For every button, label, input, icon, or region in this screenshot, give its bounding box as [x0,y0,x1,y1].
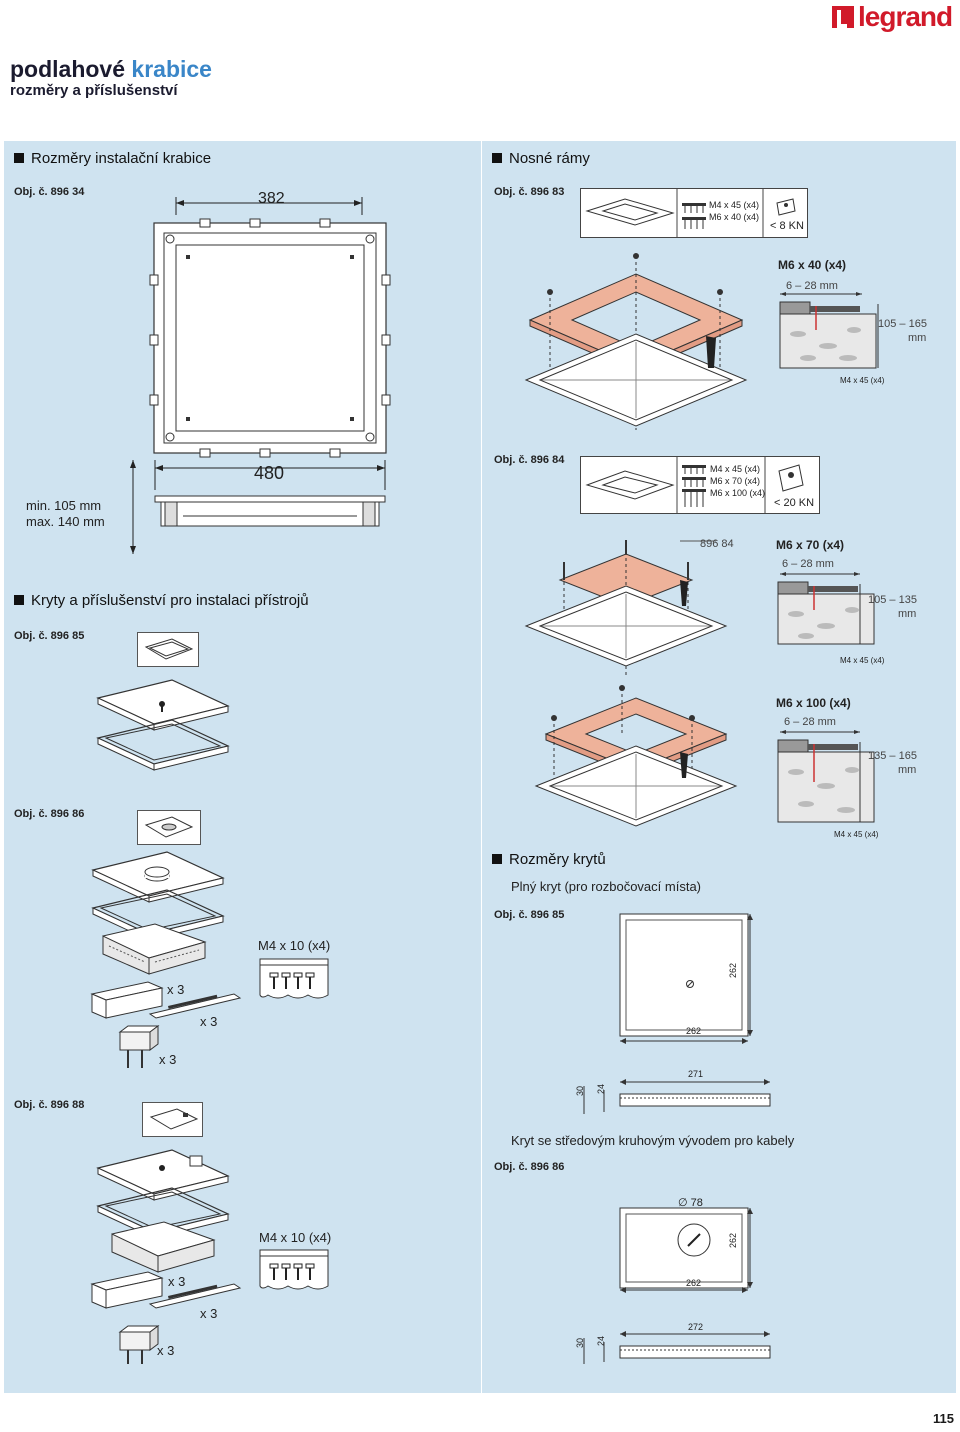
title-part1: podlahové [10,56,126,82]
mm-c: mm [898,764,917,776]
kit83-line1: M4 x 45 (x4) [709,200,760,210]
kit-89684-box [580,456,820,514]
accessory-clips-89686-drawing [90,981,242,1068]
frame-89683-drawing [524,253,748,430]
dim-272: 272 [688,1322,704,1332]
legrand-logo-text: legrand [858,1,953,32]
dim-262-h2: 262 [686,1278,702,1288]
dim-382: 382 [258,190,285,207]
label-m6x100: M6 x 100 (x4) [776,696,851,710]
install-box-side-drawing [130,460,386,554]
page-number: 115 [933,1411,954,1426]
screws-89686-drawing [259,958,329,999]
thumb-89686 [137,810,201,845]
dim-24-b: 24 [596,1335,606,1346]
kit-89683-box [580,188,808,238]
frame-89684-drawing [524,540,728,675]
full-cover-caption: Plný kryt (pro rozbočovací místa) [511,879,701,894]
dim-262-v2: 262 [728,1232,738,1248]
outlet-cover-caption: Kryt se středovým kruhovým vývodem pro k… [511,1133,795,1148]
kit84-line1: M4 x 45 (x4) [710,464,761,474]
m4x45-a: M4 x 45 (x4) [840,376,885,385]
legrand-logo-mark [832,6,854,28]
install-box-plan-drawing [149,197,391,458]
range-105-165: 105 – 165 [878,318,927,330]
kit84-line3: M6 x 100 (x4) [710,488,766,498]
screws-89688: M4 x 10 (x4) [259,1230,332,1245]
section-frames-heading: Nosné rámy [509,150,590,167]
obj-89686-right: Obj. č. 896 86 [494,1161,565,1173]
dim-271: 271 [688,1069,704,1079]
bullet-square [14,595,24,605]
qty-e: x 3 [200,1306,218,1321]
m4x45-c: M4 x 45 (x4) [834,830,879,839]
thumb-89685 [137,632,199,667]
section-cover-dims-heading: Rozměry krytů [509,851,606,868]
obj-89688-left: Obj. č. 896 88 [14,1099,85,1111]
dim-30-a: 30 [575,1085,585,1096]
obj-89634: Obj. č. 896 34 [14,186,85,198]
section-detail-c [777,730,875,823]
obj-89686-left: Obj. č. 896 86 [14,808,85,820]
range-6-28-a: 6 – 28 mm [786,280,838,292]
height-max: max. 140 mm [26,514,105,529]
cover-89685-drawing [96,679,230,771]
range-135-165: 135 – 165 [868,750,917,762]
title-part2: krabice [131,56,212,82]
obj-89685-right: Obj. č. 896 85 [494,909,565,921]
frame-89684-drawing-b [534,685,738,827]
qty-b: x 3 [200,1014,218,1029]
range-105-135: 105 – 135 [868,594,917,606]
obj-89683: Obj. č. 896 83 [494,186,565,198]
label-m6x40: M6 x 40 (x4) [778,258,847,272]
kit84-line2: M6 x 70 (x4) [710,476,761,486]
screws-89686: M4 x 10 (x4) [258,938,331,953]
qty-a: x 3 [167,982,185,997]
page-title: podlahové krabice [10,56,212,83]
section-cover-dims: Rozměry krytů [492,851,606,868]
height-min: min. 105 mm [26,498,102,513]
obj-89685-left: Obj. č. 896 85 [14,630,85,642]
section-frames: Nosné rámy [492,150,590,167]
kit-89688-drawing [96,1149,230,1273]
section-detail-a [779,292,879,369]
range-6-28-b: 6 – 28 mm [782,558,834,570]
range-6-28-c: 6 – 28 mm [784,716,836,728]
dim-480: 480 [254,463,285,483]
section-install-box-heading: Rozměry instalační krabice [31,150,212,167]
dim-262-v1: 262 [728,962,738,978]
qty-f: x 3 [157,1343,175,1358]
qty-c: x 3 [159,1052,177,1067]
kit84-load: < 20 KN [774,497,815,509]
screws-89688-drawing [259,1249,329,1290]
dim-262-h1: 262 [686,1026,702,1036]
kit83-load: < 8 KN [770,220,804,232]
dim-30-b: 30 [575,1337,585,1348]
column-divider [481,141,482,1393]
section-detail-b [777,572,875,645]
accessory-clips-89688-drawing [90,1271,242,1364]
section-covers-accessories: Kryty a příslušenství pro instalaci přís… [14,592,309,609]
qty-d: x 3 [168,1274,186,1289]
section-covers-heading: Kryty a příslušenství pro instalaci přís… [31,592,309,609]
m4x45-b: M4 x 45 (x4) [840,656,885,665]
mm-b: mm [898,608,917,620]
dim-24-a: 24 [596,1083,606,1094]
page-subtitle: rozměry a příslušenství [10,82,178,99]
label-m6x70: M6 x 70 (x4) [776,538,845,552]
legrand-logo: legrand [832,1,954,32]
mm-a: mm [908,332,927,344]
bullet-square [492,153,502,163]
kit-89686-drawing [91,851,225,975]
diameter-78: ∅ 78 [678,1197,703,1209]
bullet-square [492,854,502,864]
thumb-89688 [142,1102,203,1137]
cover-89685-dims-drawing [583,913,771,1114]
section-install-box: Rozměry instalační krabice [14,150,211,167]
obj-89684: Obj. č. 896 84 [494,454,565,466]
kit83-line2: M6 x 40 (x4) [709,212,760,222]
bullet-square [14,153,24,163]
cover-89686-dims-drawing [583,1207,771,1364]
